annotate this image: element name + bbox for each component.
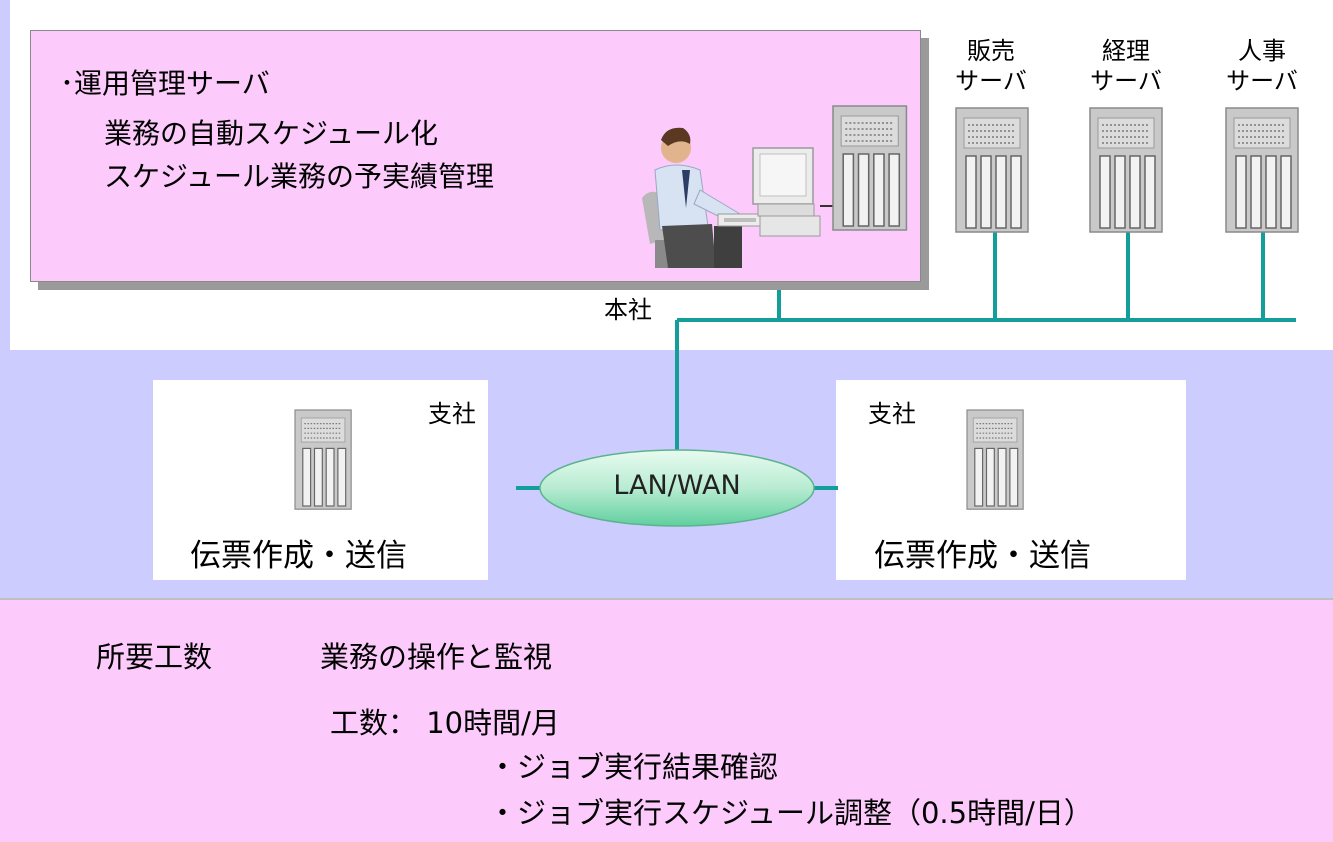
branch-label-left: 支社 bbox=[428, 400, 476, 428]
sales-server-label: 販売 サーバ bbox=[936, 36, 1046, 96]
hr-server-label: 人事 サーバ bbox=[1207, 36, 1317, 96]
sales-server-icon bbox=[955, 107, 1029, 233]
desk-pc-icon bbox=[717, 147, 821, 237]
accounting-server-icon bbox=[1089, 107, 1163, 233]
hr-server-label-line1: 人事 bbox=[1238, 37, 1286, 65]
lan-wan-oval bbox=[539, 449, 815, 527]
branch-server-icon-right bbox=[966, 409, 1024, 510]
ops-server-title: ･運用管理サーバ bbox=[60, 67, 270, 100]
branch-label-right: 支社 bbox=[868, 400, 916, 428]
headquarters-label: 本社 bbox=[604, 296, 652, 324]
branch-server-icon-left bbox=[294, 409, 352, 510]
sales-server-label-line1: 販売 bbox=[967, 37, 1015, 65]
ops-server-icon bbox=[832, 105, 908, 231]
hr-server-label-line2: サーバ bbox=[1226, 67, 1298, 95]
accounting-server-label-line1: 経理 bbox=[1102, 37, 1150, 65]
hr-server-icon bbox=[1225, 107, 1299, 233]
branch-task-left: 伝票作成・送信 bbox=[190, 538, 407, 574]
accounting-server-label: 経理 サーバ bbox=[1071, 36, 1181, 96]
workload-subject: 業務の操作と監視 bbox=[320, 640, 553, 674]
sales-server-label-line2: サーバ bbox=[955, 67, 1027, 95]
lan-wan-label: LAN/WAN bbox=[613, 470, 741, 501]
accounting-server-label-line2: サーバ bbox=[1090, 67, 1162, 95]
workload-item-1: ・ジョブ実行結果確認 bbox=[488, 750, 779, 784]
workload-item-2: ・ジョブ実行スケジュール調整（0.5時間/日） bbox=[488, 796, 1093, 830]
ops-server-line1: 業務の自動スケジュール化 bbox=[104, 117, 439, 150]
branch-task-right: 伝票作成・送信 bbox=[874, 538, 1091, 574]
workload-box bbox=[0, 598, 1333, 842]
workload-heading: 所要工数 bbox=[96, 640, 213, 674]
workload-hours: 工数： 10時間/月 bbox=[330, 706, 560, 740]
operator-icon bbox=[642, 127, 742, 268]
ops-server-line2: スケジュール業務の予実績管理 bbox=[104, 160, 495, 193]
